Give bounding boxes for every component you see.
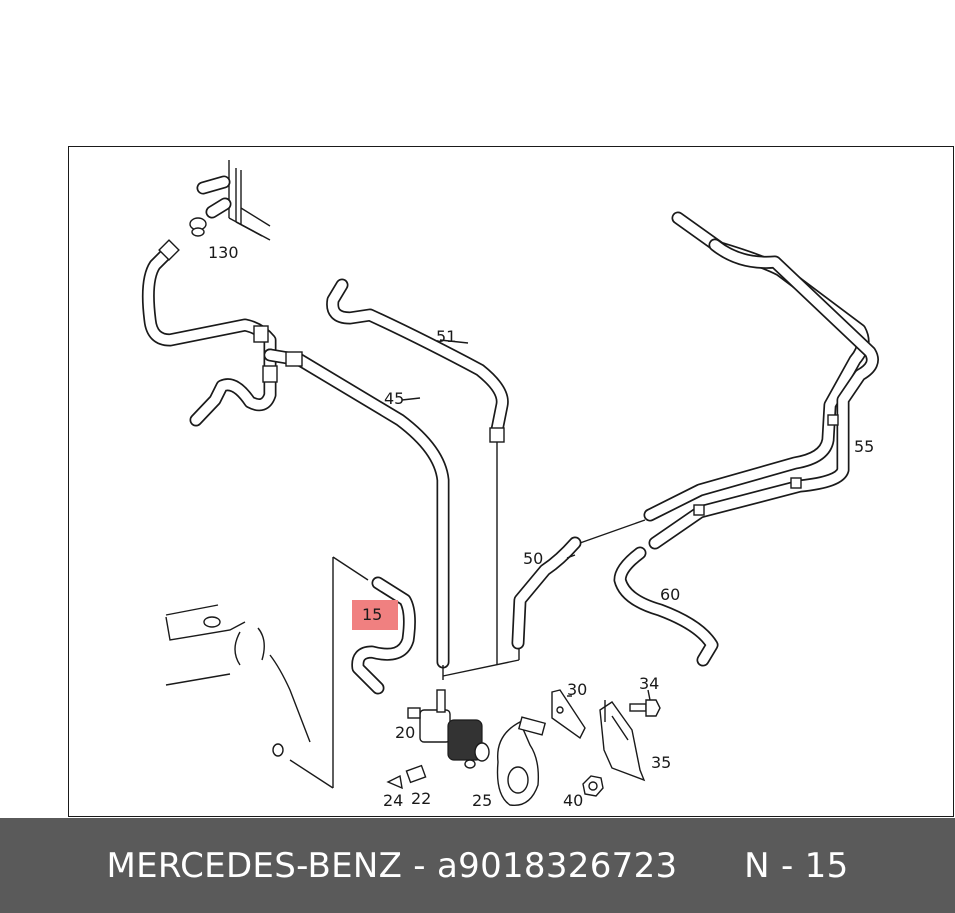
label-15: 15 — [362, 605, 382, 624]
label-40: 40 — [563, 791, 583, 810]
nut-40[interactable] — [582, 775, 604, 797]
hose-51[interactable] — [326, 278, 509, 665]
hose-55[interactable] — [643, 211, 879, 550]
radiator-corner — [189, 160, 271, 241]
label-60: 60 — [660, 585, 680, 604]
brand-name: MERCEDES-BENZ — [106, 845, 403, 886]
label-20: 20 — [395, 723, 415, 742]
part-number: a9018326723 — [437, 845, 678, 886]
hose-45[interactable] — [141, 239, 450, 669]
connector-22-24[interactable] — [386, 764, 427, 790]
water-pump-20[interactable] — [407, 689, 490, 769]
hose-50[interactable] — [511, 519, 646, 650]
label-30: 30 — [567, 680, 587, 699]
label-130: 130 — [208, 243, 239, 262]
separator: - — [402, 845, 437, 886]
footer-caption: MERCEDES-BENZ - a9018326723 N - 15 — [106, 846, 848, 886]
label-55: 55 — [854, 437, 874, 456]
leader-lines — [401, 339, 651, 701]
label-25: 25 — [472, 791, 492, 810]
bracket-30[interactable] — [551, 689, 586, 740]
label-50: 50 — [523, 549, 543, 568]
bolt-34[interactable] — [629, 699, 661, 717]
label-35: 35 — [651, 753, 671, 772]
hose-15[interactable] — [332, 556, 416, 788]
label-45: 45 — [384, 389, 404, 408]
label-34: 34 — [639, 674, 659, 693]
label-51: 51 — [436, 327, 456, 346]
diagram-ref: N - 15 — [744, 845, 849, 886]
label-22: 22 — [411, 789, 431, 808]
body-bracket — [165, 604, 334, 789]
parts-diagram: 130 51 45 55 50 60 15 30 34 20 35 24 22 … — [141, 160, 879, 810]
bracket-35[interactable] — [599, 700, 646, 782]
highlight-15 — [352, 600, 398, 630]
footer-bar: MERCEDES-BENZ - a9018326723 N - 15 — [0, 818, 955, 913]
label-24: 24 — [383, 791, 403, 810]
clamp-25[interactable] — [496, 716, 547, 807]
pump-lines — [442, 645, 520, 680]
hose-60[interactable] — [613, 546, 719, 667]
